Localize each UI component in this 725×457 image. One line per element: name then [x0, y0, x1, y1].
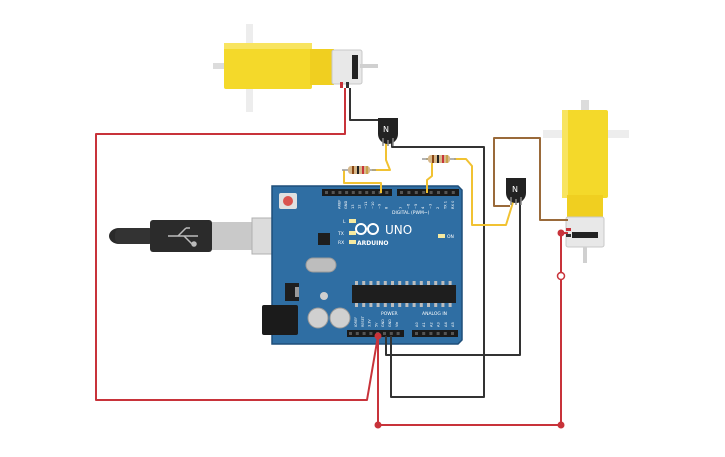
top-pin-label: ~6 — [406, 203, 410, 209]
usb-symbol-icon — [168, 227, 198, 247]
wire-yellow-t1-base[interactable] — [372, 140, 391, 171]
power-pin-label: RESET — [361, 315, 365, 327]
top-pin-label: ~9 — [378, 203, 382, 209]
reset-button[interactable] — [279, 193, 297, 209]
digital-header-left — [322, 189, 392, 196]
top-pin-label: RX 0 — [451, 200, 455, 209]
analog-pin-label: A2 — [429, 322, 433, 327]
top-pin-label: ~10 — [371, 201, 375, 209]
usb-chip — [318, 233, 330, 245]
top-pin-label: 4 — [421, 206, 425, 209]
capacitors — [307, 292, 351, 329]
power-jack — [262, 305, 298, 335]
wire-black-t2-gnd[interactable] — [385, 199, 521, 356]
power-pin-label: GND — [381, 319, 385, 327]
top-pin-label: 7 — [399, 207, 403, 209]
top-pin-label: TX 1 — [443, 201, 447, 210]
power-pin-label: 3.3V — [368, 319, 372, 327]
transistor-2[interactable]: N — [506, 178, 526, 205]
led-label-rx: RX — [338, 240, 344, 246]
analog-pin-label: A3 — [437, 322, 441, 327]
top-pin-label: ~5 — [414, 204, 418, 209]
analog-pin-label: A5 — [451, 322, 455, 327]
microcontroller-chip — [352, 281, 456, 307]
analog-pin-label: A1 — [422, 322, 426, 327]
top-pin-label: 12 — [358, 204, 362, 209]
status-leds — [349, 219, 445, 244]
top-pin-label: ~3 — [429, 204, 433, 209]
digital-label: DIGITAL (PWM~) — [392, 210, 430, 216]
wires[interactable] — [95, 88, 568, 426]
top-pin-label: 8 — [384, 206, 388, 209]
transistor-1[interactable]: N — [378, 118, 398, 146]
transistor-1-label: N — [383, 125, 389, 134]
led-label-tx: TX — [337, 231, 344, 237]
arduino-logo-text: ARDUINO — [357, 240, 388, 247]
top-pin-label: ~11 — [364, 201, 368, 209]
analog-label: ANALOG IN — [422, 311, 447, 317]
top-pin-label: AREF — [337, 200, 341, 209]
power-header — [347, 330, 404, 337]
transistor-2-label: N — [512, 185, 518, 194]
power-pin-label: IOREF — [354, 317, 358, 327]
dc-motor-2[interactable] — [543, 100, 629, 263]
wire-yellow-t2-base[interactable] — [454, 158, 515, 226]
usb-cable[interactable] — [109, 217, 299, 255]
top-pin-label: 13 — [351, 204, 355, 209]
led-label-l: L — [343, 219, 346, 225]
wire-black-t1-gnd[interactable] — [390, 140, 485, 398]
on-label: ON — [447, 234, 454, 240]
resistor-1[interactable] — [342, 166, 376, 174]
analog-header — [412, 330, 458, 337]
resistor-2[interactable] — [422, 155, 456, 163]
analog-pin-label: A4 — [444, 322, 448, 327]
top-pin-label: 2 — [436, 207, 440, 209]
power-pin-label: GND — [388, 319, 392, 327]
crystal-oscillator — [305, 257, 337, 273]
wire-junctions — [374, 229, 566, 429]
wire-black-motor1[interactable] — [349, 88, 380, 121]
power-pin-label: Vin — [395, 322, 399, 327]
wire-yellow-pin9[interactable] — [343, 170, 382, 193]
model-label: UNO — [385, 223, 412, 237]
power-pin-label: 5V — [374, 322, 378, 327]
wire-brown-motor2[interactable] — [493, 137, 568, 221]
wire-red-motor1[interactable] — [95, 88, 379, 401]
top-pin-label: GND — [344, 201, 348, 209]
power-label: POWER — [381, 311, 398, 317]
dc-motor-1[interactable] — [213, 24, 378, 112]
analog-pin-label: A0 — [415, 322, 419, 327]
arduino-infinity-icon — [355, 223, 379, 235]
